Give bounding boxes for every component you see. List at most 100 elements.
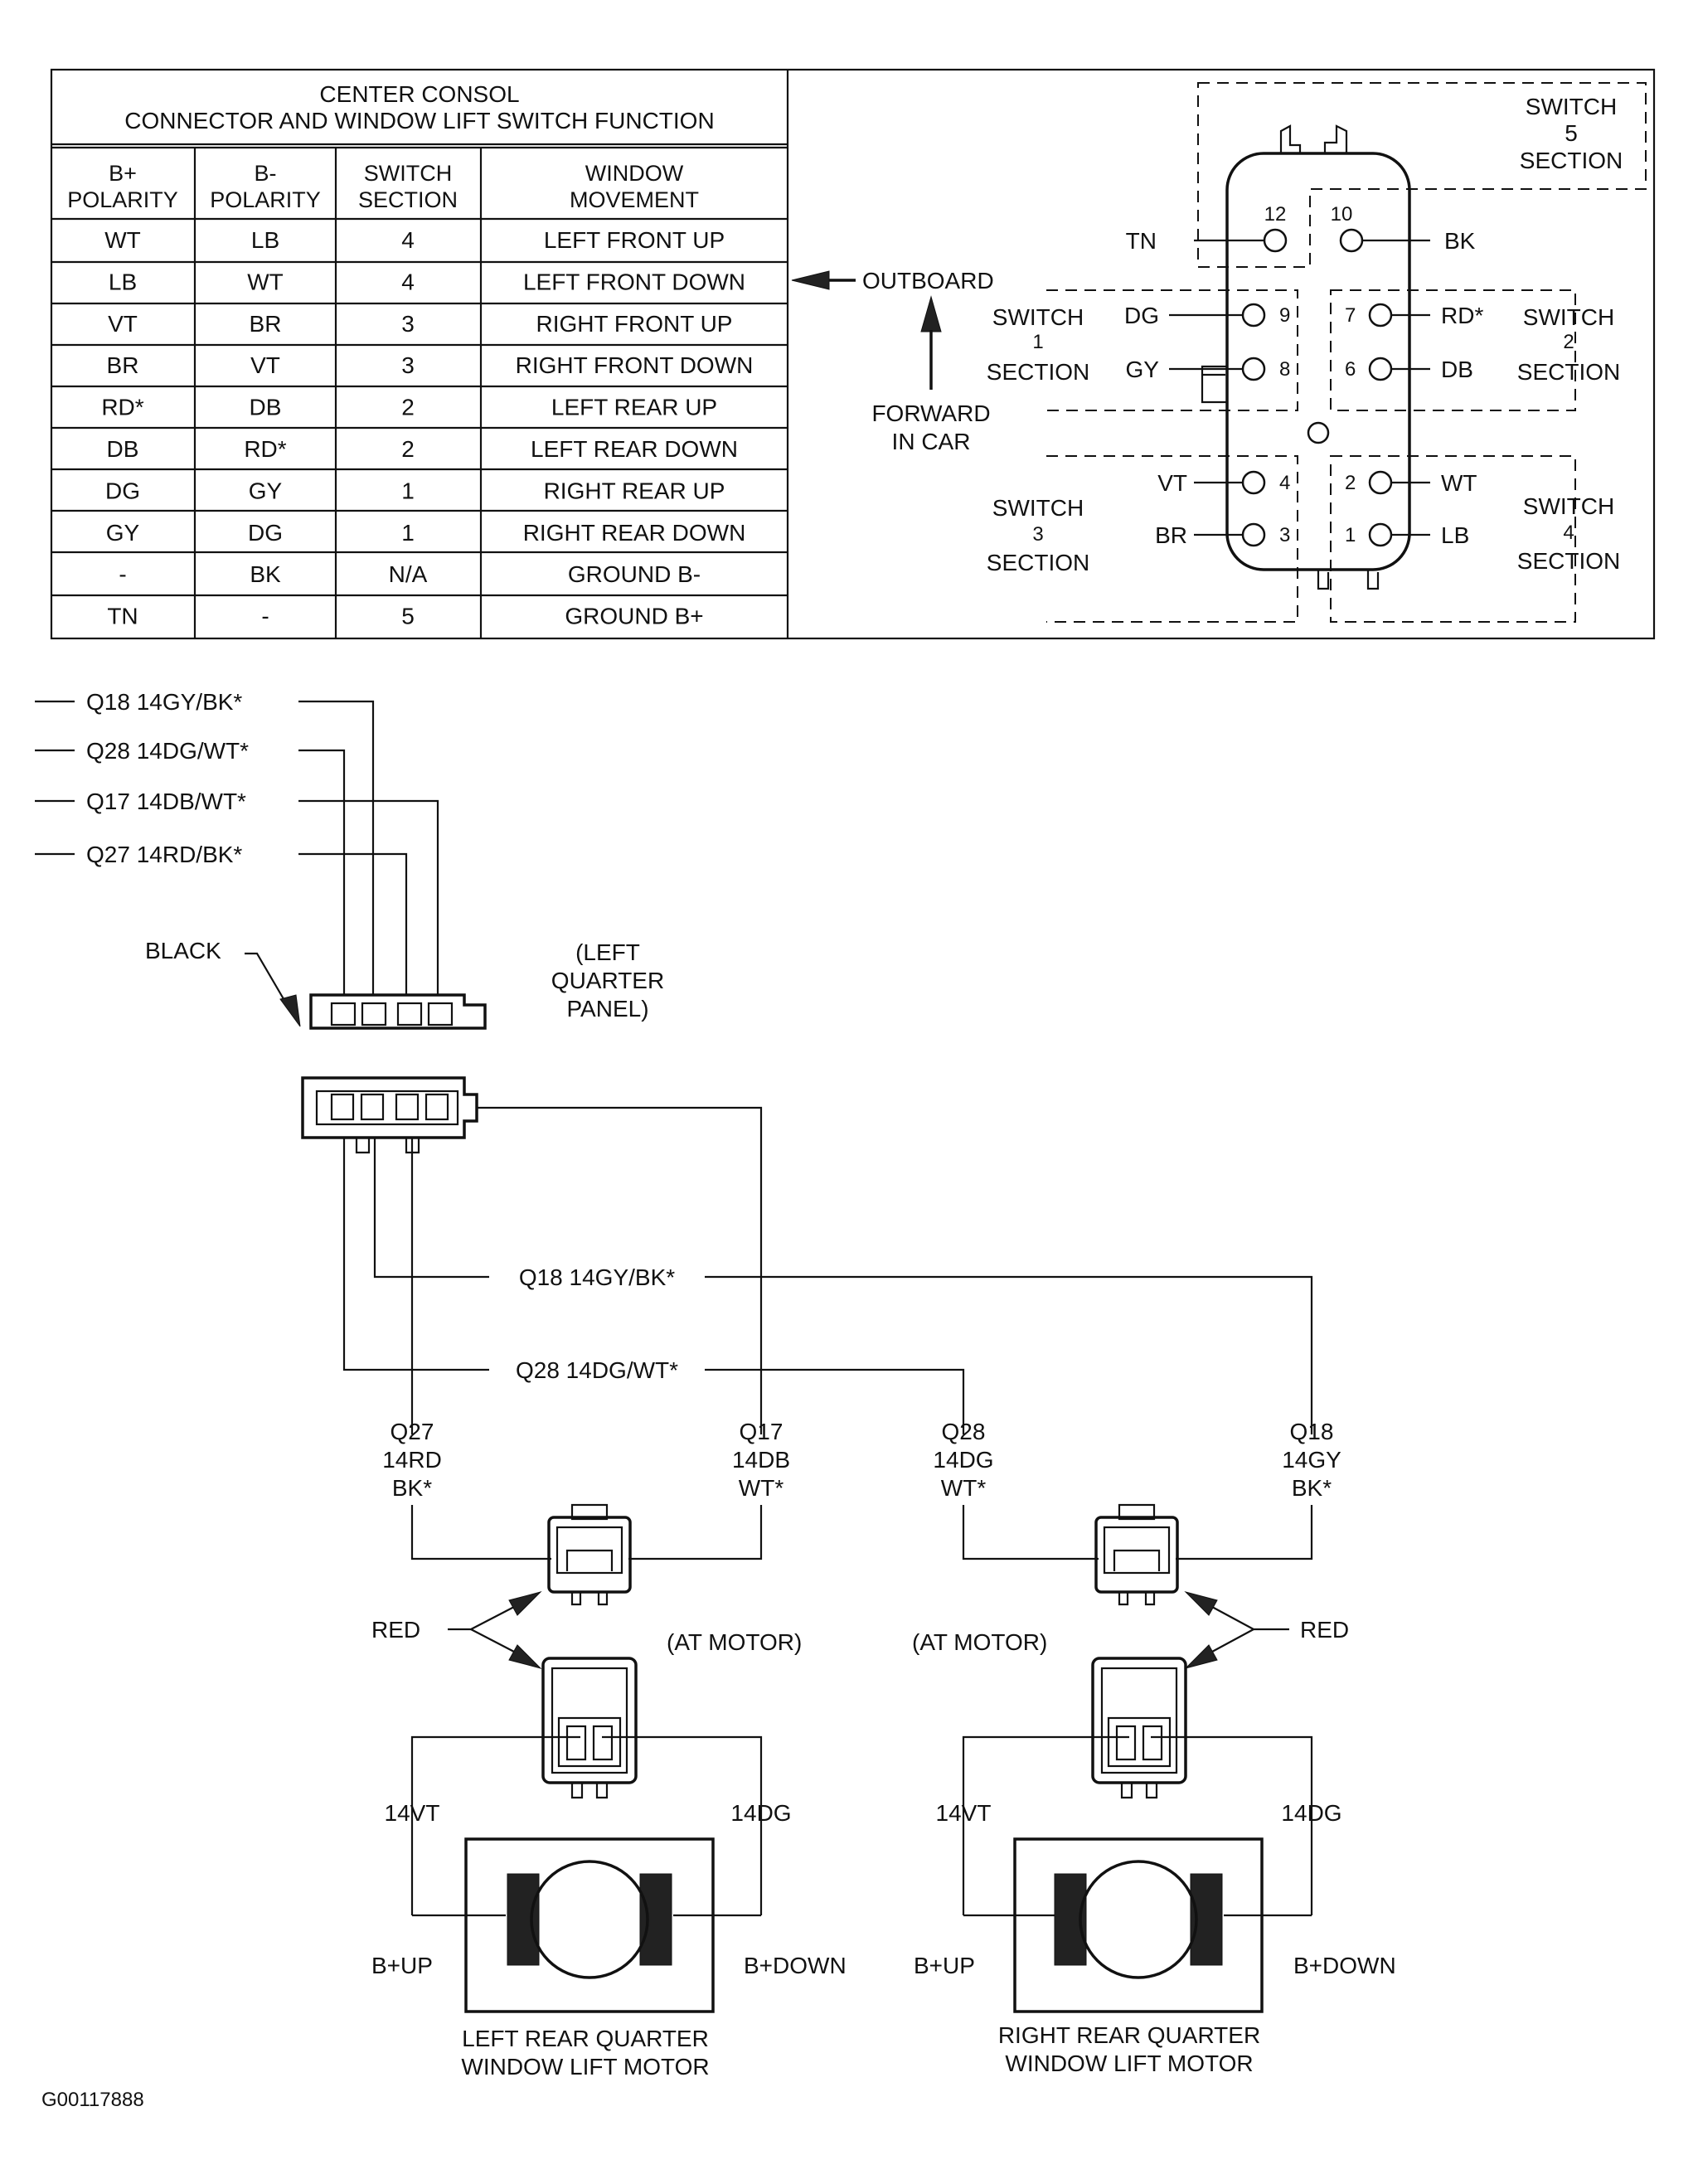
header-switch: SWITCH: [364, 161, 452, 186]
pin-3-label: 3: [1279, 524, 1290, 546]
rm-wire-a-line2: 14DG: [933, 1447, 993, 1473]
table-cell-r4-c0: RD*: [101, 395, 143, 420]
table-cell-r5-c1: RD*: [244, 436, 286, 462]
pin-6: [1368, 357, 1393, 381]
forward-label-line1: FORWARD: [871, 400, 990, 426]
switch4-section-outline: [1330, 455, 1576, 623]
pin-10-label: 10: [1331, 203, 1353, 226]
wire-q17-down: [477, 1106, 763, 1434]
wire-label-tn: TN: [1126, 228, 1157, 254]
switch4-label-line2: 4: [1563, 522, 1574, 544]
red-right-arrow-up: [1184, 1591, 1218, 1616]
pin-4: [1241, 470, 1266, 495]
table-cell-r6-c0: DG: [105, 478, 140, 503]
table-cell-r5-c3: LEFT REAR DOWN: [531, 436, 738, 462]
rm-wire-a-line1: Q28: [942, 1419, 986, 1444]
pin-1-label: 1: [1345, 524, 1356, 546]
pin-10: [1339, 228, 1364, 253]
switch5-label-line1: SWITCH: [1526, 94, 1617, 119]
pin-4-label: 4: [1279, 472, 1290, 494]
table-cell-r6-c1: GY: [249, 478, 283, 503]
right-motor-title-line1: RIGHT REAR QUARTER: [998, 2022, 1260, 2048]
lm-wire-a-line2: 14RD: [382, 1447, 442, 1473]
switch4-label-line3: SECTION: [1517, 548, 1620, 574]
top-wire-q18: Q18 14GY/BK*: [86, 689, 242, 715]
wire-label-db: DB: [1441, 357, 1473, 382]
switch2-section-outline: [1330, 289, 1576, 411]
pin-2: [1368, 470, 1393, 495]
pin-9-label: 9: [1279, 304, 1290, 327]
rm-wire-b-line1: Q18: [1290, 1419, 1334, 1444]
right-motor-armature: [1079, 1860, 1198, 1979]
left-quarter-panel-line3: PANEL): [566, 996, 648, 1022]
left-14dg-label: 14DG: [730, 1800, 791, 1826]
mid-q28-label: Q28 14DG/WT*: [516, 1357, 678, 1383]
table-cell-r2-c3: RIGHT FRONT UP: [536, 311, 733, 337]
table-cell-r1-c1: WT: [247, 269, 284, 294]
table-cell-r1-c0: LB: [109, 269, 137, 294]
red-right-label: RED: [1300, 1617, 1349, 1643]
switch2-label-line3: SECTION: [1517, 359, 1620, 385]
switch-connector-view: OUTBOARD FORWARD IN CAR 12 10: [791, 82, 1647, 623]
wire-q28-mid-right: [705, 1368, 965, 1434]
red-left-label: RED: [371, 1617, 420, 1643]
table-cell-r1-c3: LEFT FRONT DOWN: [523, 269, 745, 294]
table-cell-r4-c1: DB: [250, 395, 282, 420]
left-bdown-label: B+DOWN: [744, 1953, 847, 1978]
table-cell-r2-c2: 3: [401, 311, 415, 337]
forward-label-line2: IN CAR: [892, 429, 971, 454]
table-cell-r5-c0: DB: [107, 436, 139, 462]
pin-2-label: 2: [1345, 472, 1356, 494]
wire-label-wt: WT: [1441, 470, 1477, 496]
table-cell-r8-c2: N/A: [389, 561, 428, 587]
left-quarter-panel-line1: (LEFT: [575, 939, 640, 965]
table-cell-r2-c1: BR: [250, 311, 282, 337]
table-cell-r6-c2: 1: [401, 478, 415, 503]
table-outer-frame: [50, 68, 1656, 640]
header-b-plus-polarity: POLARITY: [67, 187, 178, 212]
pin-6-label: 6: [1345, 358, 1356, 381]
red-left-arrow-down: [508, 1644, 542, 1669]
connector-polarity-hole: [1307, 421, 1330, 444]
right-14dg-label: 14DG: [1281, 1800, 1341, 1826]
table-cell-r3-c3: RIGHT FRONT DOWN: [516, 352, 754, 378]
top-wire-q27: Q27 14RD/BK*: [86, 842, 242, 867]
switch5-label-line2: 5: [1565, 120, 1578, 146]
header-window: WINDOW: [585, 161, 684, 186]
table-cell-r4-c3: LEFT REAR UP: [551, 395, 717, 420]
wire-q17-top: [298, 799, 439, 995]
black-label: BLACK: [145, 938, 221, 963]
lm-wire-b-line3: WT*: [739, 1475, 784, 1501]
table-cell-r3-c0: BR: [107, 352, 139, 378]
header-switch-section: SECTION: [358, 187, 458, 212]
black-arrow-head: [279, 994, 301, 1027]
switch1-label-line2: 1: [1032, 331, 1043, 353]
top-wire-q17: Q17 14DB/WT*: [86, 789, 246, 814]
pin-8-label: 8: [1279, 358, 1290, 381]
wire-label-vt: VT: [1157, 470, 1187, 496]
pin-9: [1241, 303, 1266, 328]
pin-7: [1368, 303, 1393, 328]
outboard-arrow-head: [791, 270, 830, 290]
left-window-lift-motor: [464, 1837, 715, 2013]
table-cell-r0-c2: 4: [401, 227, 415, 253]
wire-q18-top: [298, 700, 375, 995]
table-cell-r9-c1: -: [261, 604, 269, 629]
header-b-minus: B-: [255, 161, 277, 186]
red-right-arrow-down: [1184, 1644, 1218, 1669]
table-title-line2: CONNECTOR AND WINDOW LIFT SWITCH FUNCTIO…: [124, 108, 714, 133]
rm-wire-b-line2: 14GY: [1282, 1447, 1341, 1473]
left-motor-title-line2: WINDOW LIFT MOTOR: [461, 2054, 709, 2080]
table-title-line1: CENTER CONSOL: [319, 81, 519, 107]
wire-q27-top: [298, 852, 408, 995]
left-motor-title-line1: LEFT REAR QUARTER: [462, 2026, 709, 2051]
connector-top-latch-right: [1323, 124, 1348, 153]
lm-wire-a-line3: BK*: [392, 1475, 432, 1501]
table-cell-r7-c3: RIGHT REAR DOWN: [523, 520, 746, 546]
header-b-minus-polarity: POLARITY: [210, 187, 321, 212]
right-14vt-label: 14VT: [936, 1800, 992, 1826]
at-motor-left-label: (AT MOTOR): [667, 1629, 802, 1655]
wire-label-rd: RD*: [1441, 303, 1483, 328]
